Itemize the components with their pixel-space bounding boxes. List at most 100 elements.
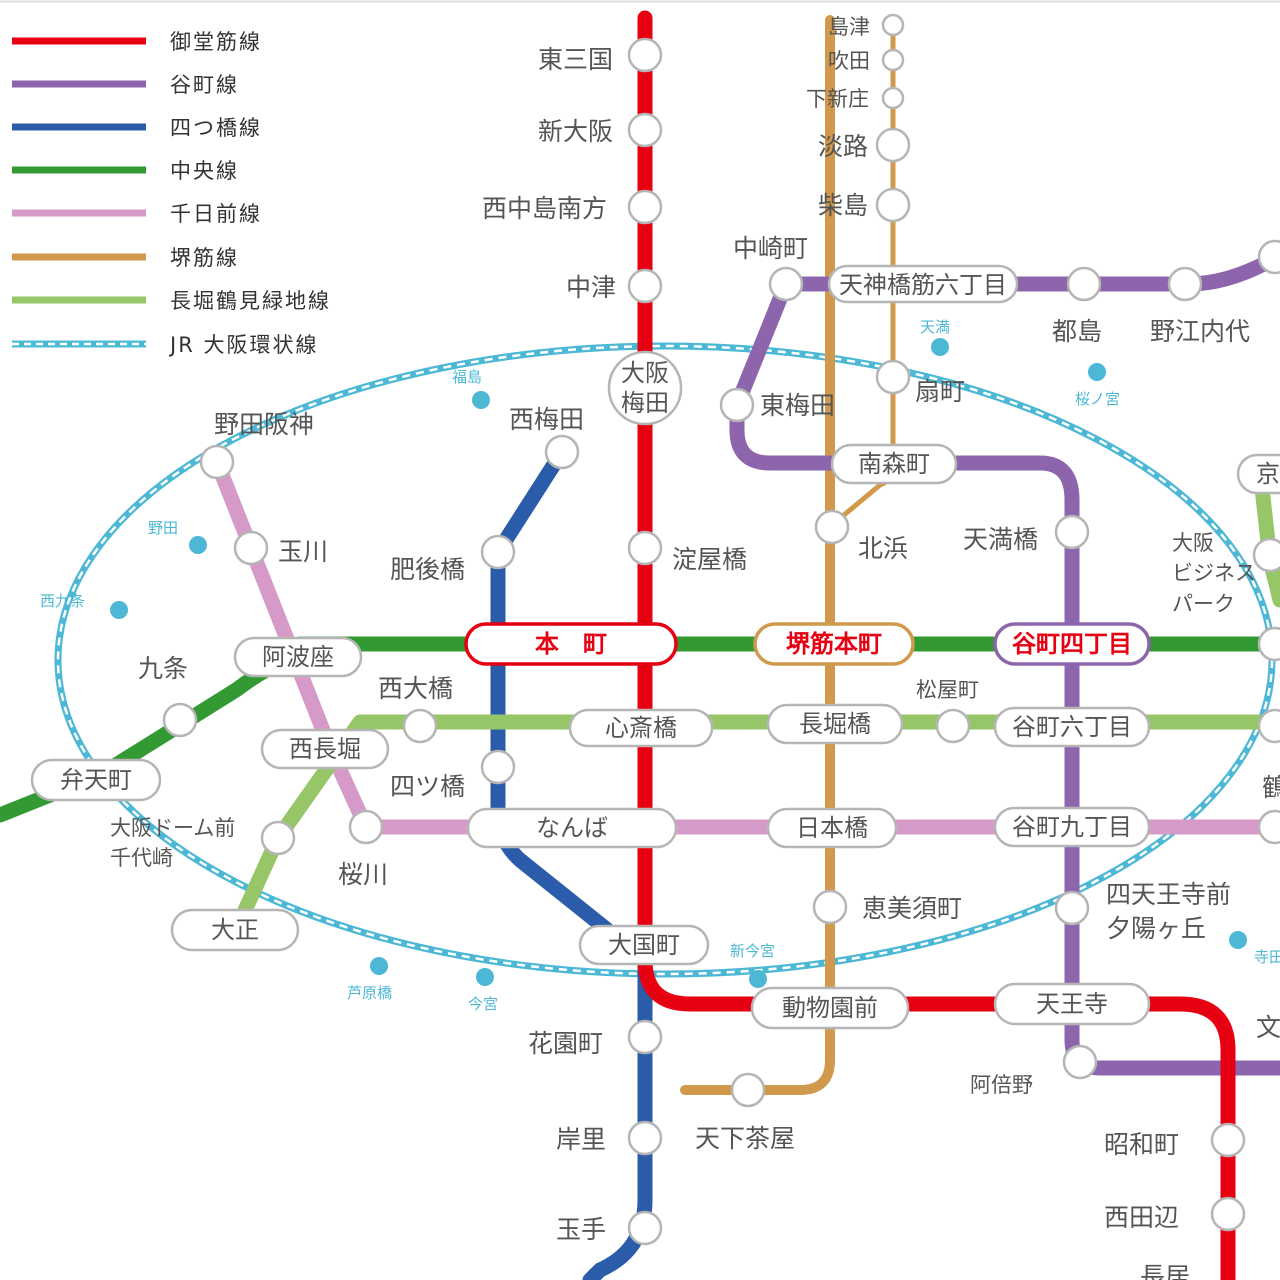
station-label: 都島: [1052, 317, 1102, 346]
station-box-frame: [766, 703, 904, 745]
station-box-sakaisuji-hommachi: 堺筋本町: [753, 622, 915, 666]
legend-item-midosuji: 御堂筋線: [12, 30, 260, 54]
station-label: 西大橋: [378, 674, 453, 703]
station-marker: [627, 530, 663, 566]
station-marker: [627, 37, 663, 73]
jr-station-dot: [110, 601, 128, 619]
station-box-frame: [993, 982, 1151, 1026]
station-label: 夕陽ヶ丘: [1106, 914, 1206, 943]
station-box-awaza: 阿波座: [233, 636, 363, 678]
station-label: 長堀橋: [799, 710, 871, 738]
station-labels: 東三国 新大阪 西中島南方 中津 淀屋橋 花園町 岸里 玉手 昭和町 西田辺 長…: [110, 15, 1280, 1280]
jr-station-label: 今宮: [468, 995, 498, 1013]
stations-circle: [162, 13, 1280, 1246]
station-box-frame: [170, 908, 300, 952]
station-box-frame: [1236, 453, 1280, 495]
station-marker: [1257, 708, 1280, 744]
station-label: 桜川: [338, 860, 388, 889]
legend-label: 千日前線: [170, 202, 262, 226]
station-marker: [1066, 266, 1102, 302]
station-marker: [480, 749, 516, 785]
station-marker: [1257, 239, 1280, 275]
jr-station-dot: [1229, 931, 1247, 949]
station-label: 玉手: [556, 1215, 606, 1244]
station-box-nipponbashi: 日本橋: [766, 807, 898, 849]
station-label: 東三国: [538, 45, 613, 74]
station-label: 阿波座: [262, 643, 334, 671]
umeda-label: 大阪 梅田: [621, 359, 669, 417]
jr-station-label: 寺田: [1254, 948, 1280, 966]
station-box-frame: [993, 622, 1151, 666]
station-label: 東梅田: [760, 391, 835, 420]
station-marker: [881, 86, 905, 110]
station-label: 南森町: [858, 450, 930, 478]
station-marker: [627, 1210, 663, 1246]
station-marker: [768, 266, 804, 302]
jr-station-label: 天満: [920, 318, 950, 336]
station-label: 肥後橋: [390, 555, 465, 584]
jr-station-label: 野田: [148, 519, 178, 537]
station-box-frame: [464, 622, 678, 666]
station-label: 北浜: [858, 534, 908, 563]
station-marker: [875, 359, 911, 395]
legend-item-chuo: 中央線: [12, 159, 239, 183]
legend-label: 長堀鶴見緑地線: [170, 289, 331, 313]
legend-label: 谷町線: [170, 73, 239, 97]
station-label: 花園町: [528, 1029, 603, 1058]
station-label: 大阪: [1172, 531, 1214, 555]
station-marker: [480, 534, 516, 570]
station-box-frame: [750, 986, 910, 1030]
station-marker: [719, 387, 755, 423]
jr-station-label: 桜ノ宮: [1075, 390, 1120, 408]
legend: 御堂筋線 谷町線 四つ橋線 中央線 千日前線 堺筋線 長堀鶴見緑地線: [12, 30, 331, 357]
station-label: 淀屋橋: [672, 545, 747, 574]
station-box-frame: [30, 758, 162, 802]
station-box-frame: [233, 636, 363, 678]
station-box-kyobashi-partial: 京: [1236, 453, 1280, 495]
station-label: 恵美須町: [862, 894, 962, 923]
station-marker: [814, 509, 850, 545]
station-box-nishinagahori: 西長堀: [260, 728, 390, 770]
jr-station-dot: [1088, 363, 1106, 381]
station-label: 柴島: [818, 191, 868, 220]
jr-station-dot: [476, 968, 494, 986]
station-label: 天満橋: [963, 525, 1038, 554]
station-label: なんば: [536, 814, 608, 842]
station-label: 西長堀: [289, 735, 361, 763]
station-box-tanimachi4: 谷町四丁目: [993, 622, 1151, 666]
jr-station-dot: [189, 536, 207, 554]
legend-label: 中央線: [170, 159, 239, 183]
station-label: 昭和町: [1104, 1130, 1179, 1159]
station-marker: [199, 444, 235, 480]
station-label: 淡路: [818, 132, 868, 161]
station-label: 本 町: [535, 630, 607, 658]
station-box-frame: [766, 807, 898, 849]
station-label: 四ツ橋: [390, 772, 465, 801]
station-label: 京: [1256, 460, 1280, 488]
station-marker: [875, 127, 911, 163]
jr-station-dot: [749, 970, 767, 988]
legend-label: 堺筋線: [170, 246, 239, 270]
station-label: 千代崎: [110, 846, 173, 870]
station-label: 谷町九丁目: [1012, 813, 1132, 841]
station-marker: [627, 1120, 663, 1156]
station-label: 堺筋本町: [786, 630, 882, 658]
station-label: 天神橋筋六丁目: [839, 271, 1007, 299]
station-box-nagahoribashi: 長堀橋: [766, 703, 904, 745]
station-label: 九条: [138, 654, 188, 683]
station-marker: [1210, 1122, 1246, 1158]
station-label: 文: [1256, 1013, 1280, 1042]
station-box-namba: なんば: [466, 807, 678, 849]
jr-station-label: 西九条: [40, 592, 85, 610]
station-label: 野田阪神: [214, 410, 314, 439]
station-box-bentencho: 弁天町: [30, 758, 162, 802]
station-box-shinsaibashi: 心斎橋: [568, 708, 714, 748]
station-label: 玉川: [278, 537, 328, 566]
jr-station-label: 芦原橋: [347, 984, 392, 1002]
station-label: 谷町六丁目: [1012, 713, 1132, 741]
station-marker: [881, 13, 905, 37]
station-label: パーク: [1172, 592, 1235, 616]
station-label: 扇町: [915, 377, 965, 406]
station-marker: [875, 187, 911, 223]
